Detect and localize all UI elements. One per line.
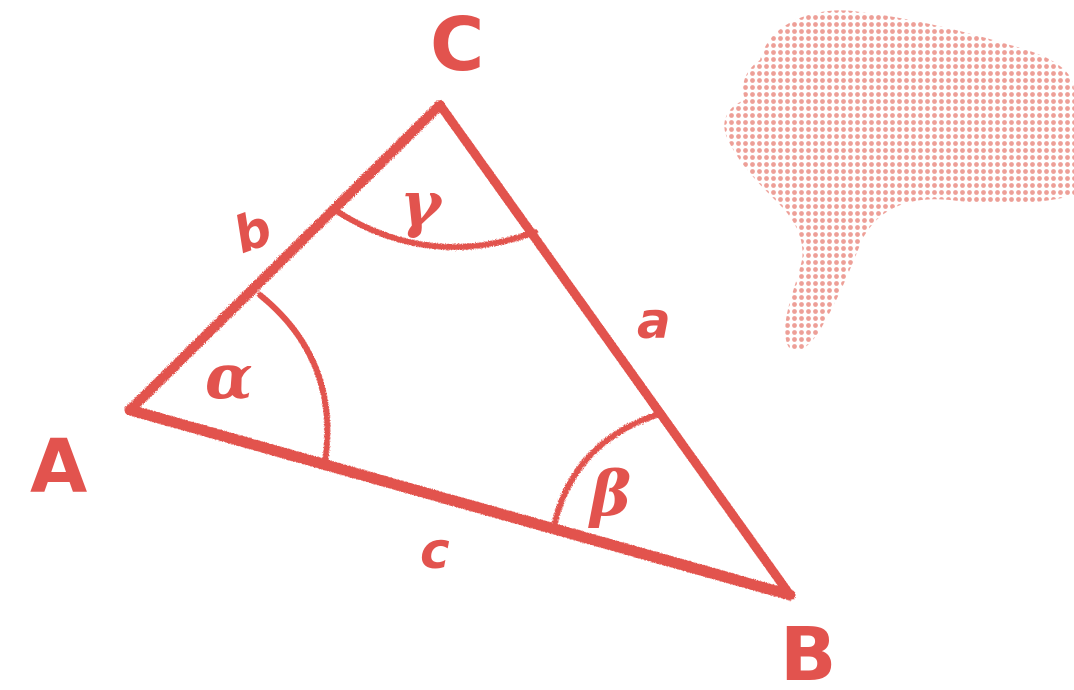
angle-beta-arc bbox=[552, 410, 665, 525]
vertex-label-c: C bbox=[430, 2, 484, 88]
vertex-label-a: A bbox=[30, 424, 87, 510]
side-label-a: a bbox=[637, 292, 671, 350]
side-a-line bbox=[435, 100, 795, 600]
angle-gamma-arc bbox=[335, 209, 538, 251]
angle-label-gamma: γ bbox=[400, 167, 444, 240]
vertex-label-b: B bbox=[780, 612, 836, 690]
side-c-line bbox=[124, 404, 796, 601]
side-label-c: c bbox=[420, 522, 450, 580]
thumbs-down-icon bbox=[724, 10, 1074, 351]
angle-label-alpha: α bbox=[205, 340, 253, 413]
side-label-b: b bbox=[226, 198, 279, 265]
angle-label-beta: β bbox=[588, 457, 631, 530]
angle-alpha-arc bbox=[257, 292, 331, 465]
triangle bbox=[124, 100, 796, 601]
side-b-line bbox=[125, 100, 445, 415]
